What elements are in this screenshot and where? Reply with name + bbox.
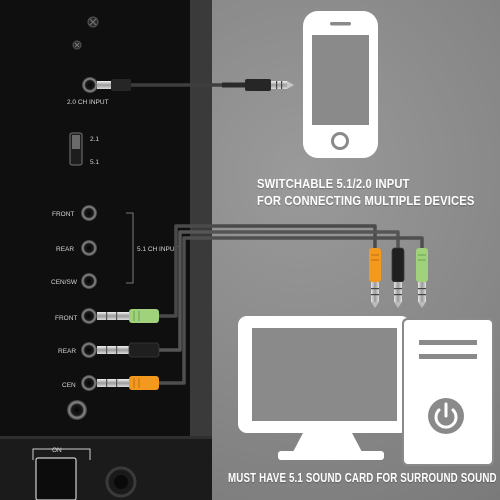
power-socket[interactable] xyxy=(105,466,137,498)
jack-out-rear[interactable] xyxy=(81,342,97,358)
jack-out-front[interactable] xyxy=(81,308,97,324)
cable-bundle xyxy=(158,224,424,385)
power-button-icon xyxy=(428,398,464,434)
screw-icon xyxy=(87,16,99,28)
smartphone-icon xyxy=(303,11,378,158)
jack-in-rear[interactable] xyxy=(81,240,97,256)
plug-front-green xyxy=(97,309,159,323)
mode-switch[interactable] xyxy=(69,132,83,166)
jack-extra[interactable] xyxy=(67,400,87,420)
jack-2ch-input[interactable] xyxy=(82,77,98,93)
plug-orange-vertical xyxy=(369,248,381,308)
label-in-front: FRONT xyxy=(52,211,74,218)
label-out-rear: REAR xyxy=(58,348,76,355)
label-out-cen: CEN xyxy=(62,382,76,389)
caption-switchable-line1: SWITCHABLE 5.1/2.0 INPUT xyxy=(257,176,410,191)
cable-2ch xyxy=(97,79,294,91)
label-in-censw: CEN/SW xyxy=(51,279,78,286)
desktop-computer-icon xyxy=(238,316,494,466)
label-switch-21: 2.1 xyxy=(90,136,99,143)
jack-out-cen[interactable] xyxy=(81,375,97,391)
power-switch-area: ON xyxy=(32,447,91,460)
caption-switchable-line2: FOR CONNECTING MULTIPLE DEVICES xyxy=(257,193,475,208)
plug-green-vertical xyxy=(416,248,428,308)
power-switch[interactable] xyxy=(35,457,77,500)
label-switch-51: 5.1 xyxy=(90,159,99,166)
caption-sound-card: MUST HAVE 5.1 SOUND CARD FOR SURROUND SO… xyxy=(228,471,497,485)
jack-in-censw[interactable] xyxy=(81,273,97,289)
label-51-input: 5.1 CH INPUT xyxy=(137,246,179,253)
input-group-bracket xyxy=(126,212,134,284)
screw-icon xyxy=(72,40,82,50)
label-2ch-input: 2.0 CH INPUT xyxy=(67,99,109,106)
plug-cen-orange xyxy=(97,376,159,390)
label-out-front: FRONT xyxy=(55,315,77,322)
plug-black-vertical xyxy=(391,247,405,308)
label-power-on: ON xyxy=(52,447,62,454)
jack-in-front[interactable] xyxy=(81,205,97,221)
label-in-rear: REAR xyxy=(56,246,74,253)
plug-rear-black xyxy=(97,342,160,358)
